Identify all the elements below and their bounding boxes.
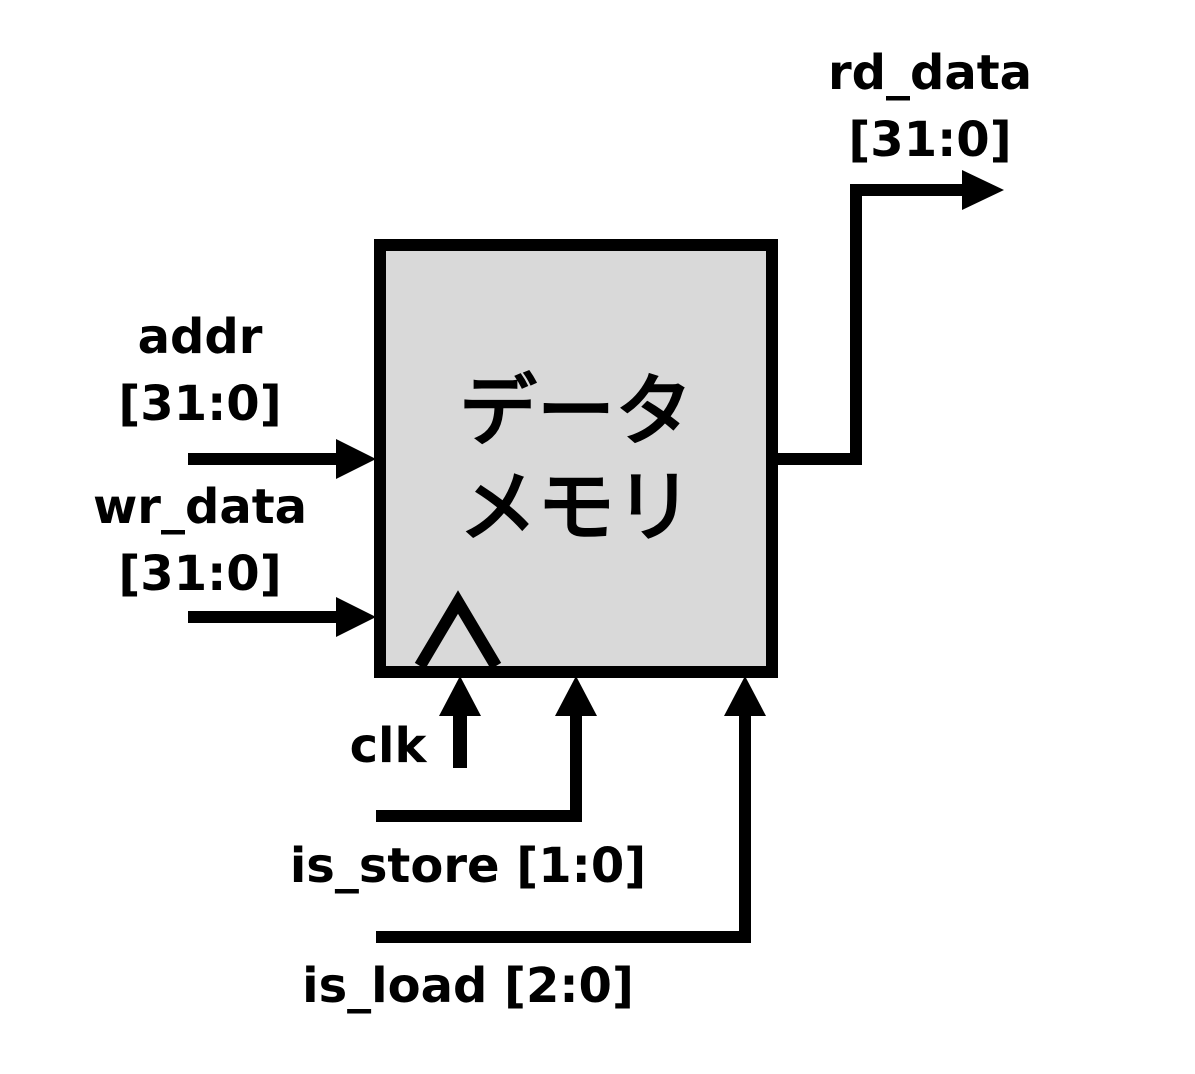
clk-label: clk xyxy=(350,718,428,774)
is-load-arrowhead xyxy=(724,676,766,716)
wr-data-arrowhead xyxy=(336,597,376,637)
addr-arrowhead xyxy=(336,439,376,479)
clock-edge-triangle xyxy=(414,590,502,670)
is-load-wire xyxy=(376,712,751,943)
block-title-line1: データ xyxy=(459,367,693,457)
clk-arrowhead xyxy=(439,676,481,716)
is-store-arrowhead xyxy=(555,676,597,716)
wr-data-width-label: [31:0] xyxy=(118,546,281,602)
is-store-label: is_store [1:0] xyxy=(290,838,646,894)
rd-data-width-label: [31:0] xyxy=(848,112,1011,168)
rd-data-arrowhead xyxy=(962,170,1004,210)
wr-data-label: wr_data xyxy=(93,479,307,535)
is-store-wire xyxy=(376,712,582,822)
addr-width-label: [31:0] xyxy=(118,376,281,432)
data-memory-block xyxy=(374,239,778,678)
rd-data-label: rd_data xyxy=(828,45,1032,101)
rd-data-wire xyxy=(778,184,966,465)
is-load-label: is_load [2:0] xyxy=(302,958,634,1014)
addr-label: addr xyxy=(138,309,263,365)
block-title-line2: メモリ xyxy=(459,463,693,553)
